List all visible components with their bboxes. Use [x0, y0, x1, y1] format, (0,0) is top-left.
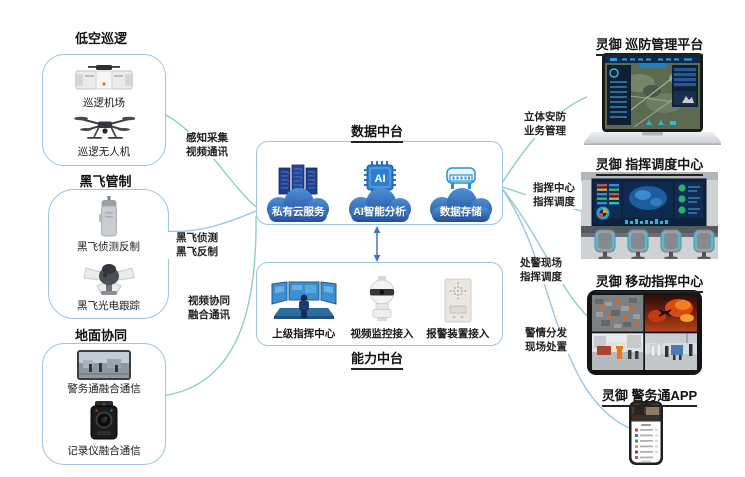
- command-desk-icon: [271, 281, 337, 319]
- service-data-storage: 数据存储: [421, 142, 501, 224]
- quad-rubble-scene: [592, 295, 644, 332]
- product-title-dispatch-center: 灵御 指挥调度中心: [577, 154, 722, 176]
- drone-dock-icon: [74, 64, 134, 90]
- data-capability-double-arrow: [373, 226, 381, 262]
- item-label: 警务通融合通信: [67, 383, 141, 396]
- group-title-low-altitude-patrol: 低空巡逻: [74, 31, 127, 46]
- quad-fire-scene: [645, 295, 697, 332]
- laptop-patrol-platform-image: [584, 53, 721, 145]
- capability-alarm-device: 报警装置接入: [426, 263, 489, 345]
- operator-chairs: [594, 229, 715, 259]
- ptz-camera-icon: [369, 276, 395, 321]
- cloud-shape: AI智能分析: [341, 188, 419, 224]
- cloud-shape: 私有云服务: [259, 188, 337, 224]
- service-label: 私有云服务: [272, 206, 325, 218]
- patrol-drone-icon: [74, 117, 135, 140]
- item-label: 巡逻无人机: [77, 145, 131, 158]
- capability-label: 报警装置接入: [426, 328, 490, 340]
- data-platform-title: 数据中台: [306, 121, 448, 143]
- server-rack-icon: [278, 164, 318, 195]
- capability-label: 上级指挥中心: [272, 328, 336, 340]
- capability-superior-command-center: 上级指挥中心: [270, 263, 338, 345]
- quad-street-operation-scene: [645, 333, 697, 370]
- link-label-command: 指挥中心指挥调度: [526, 182, 582, 210]
- capability-video-surveillance: 视频监控接入: [351, 263, 414, 345]
- group-box-low-altitude-patrol: 巡逻机场 巡逻无人机: [42, 54, 166, 166]
- link-label-dispatch: 警情分发现场处置: [518, 327, 574, 355]
- capability-platform-box: 上级指挥中心 视频监控接入: [256, 262, 503, 346]
- phone-police-app-image: [629, 401, 663, 465]
- tablet-mobile-command-image: [587, 290, 702, 375]
- ai-chip-text: AI: [374, 173, 385, 185]
- alarm-device-icon: [444, 278, 472, 323]
- group-box-ground-coordination: 警务通融合通信 记录仪融合通信: [42, 343, 166, 465]
- product-title-patrol-platform: 灵御 巡防管理平台: [577, 34, 722, 56]
- ai-chip-icon: AI: [363, 161, 396, 193]
- data-platform-box: 私有云服务 AI: [256, 141, 503, 225]
- product-title-police-app: 灵御 警务通APP: [577, 385, 722, 407]
- link-label-perception: 感知采集视频通讯: [178, 132, 236, 160]
- service-ai-analysis: AI AI智能分析: [340, 142, 420, 224]
- service-label: AI智能分析: [353, 206, 406, 218]
- group-title-ground-coordination: 地面协同: [74, 328, 127, 343]
- link-label-video: 视频协同融合通讯: [180, 295, 238, 323]
- product-title-mobile-command: 灵御 移动指挥中心: [577, 271, 722, 293]
- body-camera-icon: [90, 401, 118, 440]
- group-box-rogue-drone-control: 黑飞侦测反制 黑飞光电跟踪: [48, 189, 169, 319]
- item-label: 黑飞侦测反制: [77, 240, 140, 253]
- group-title-rogue-drone-control: 黑飞管制: [79, 174, 132, 189]
- item-label: 记录仪融合通信: [67, 445, 141, 458]
- drone-detector-icon: [98, 195, 117, 237]
- service-label: 数据存储: [439, 206, 482, 218]
- link-label-security: 立体安防业务管理: [518, 111, 572, 139]
- link-label-counter: 黑飞侦测黑飞反制: [166, 232, 228, 260]
- link-label-field: 处警现场指挥调度: [513, 257, 569, 285]
- command-room-image: [581, 172, 718, 259]
- capability-label: 视频监控接入: [350, 328, 414, 340]
- item-label: 黑飞光电跟踪: [77, 299, 140, 312]
- cloud-shape: 数据存储: [422, 188, 500, 224]
- police-phone-icon: [77, 350, 131, 381]
- optical-tracker-icon: [82, 263, 135, 295]
- capability-platform-title: 能力中台: [306, 348, 448, 370]
- item-label: 巡逻机场: [83, 97, 125, 110]
- quad-street-rescue-scene: [592, 333, 644, 370]
- data-storage-icon: [446, 167, 476, 189]
- service-private-cloud: 私有云服务: [258, 142, 338, 224]
